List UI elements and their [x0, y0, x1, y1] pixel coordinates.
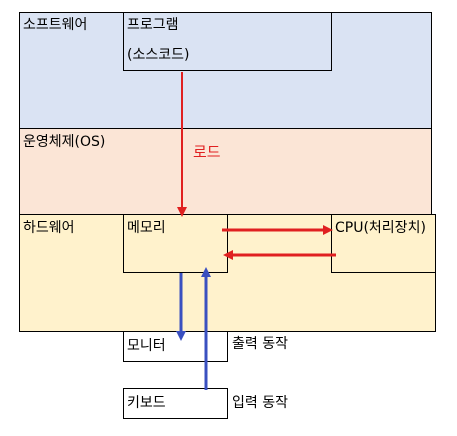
keyboard-label: 키보드	[127, 395, 166, 411]
software-label: 소프트웨어	[23, 17, 88, 33]
memory-box	[123, 214, 228, 273]
memory-label: 메모리	[127, 220, 166, 236]
program-box	[123, 12, 332, 71]
cpu-box	[331, 214, 436, 273]
monitor-box	[123, 331, 228, 362]
program-label: 프로그램	[127, 17, 179, 33]
output-action-label: 출력 동작	[232, 336, 288, 352]
os-label: 운영체제(OS)	[23, 134, 106, 150]
load-label: 로드	[193, 143, 221, 161]
monitor-label: 모니터	[127, 338, 166, 354]
cpu-label: CPU(처리장치)	[335, 220, 426, 236]
os-layer	[19, 128, 432, 215]
keyboard-box	[123, 388, 228, 419]
source-code-label: (소스코드)	[127, 47, 190, 63]
input-action-label: 입력 동작	[232, 395, 288, 411]
hardware-label: 하드웨어	[23, 220, 75, 236]
